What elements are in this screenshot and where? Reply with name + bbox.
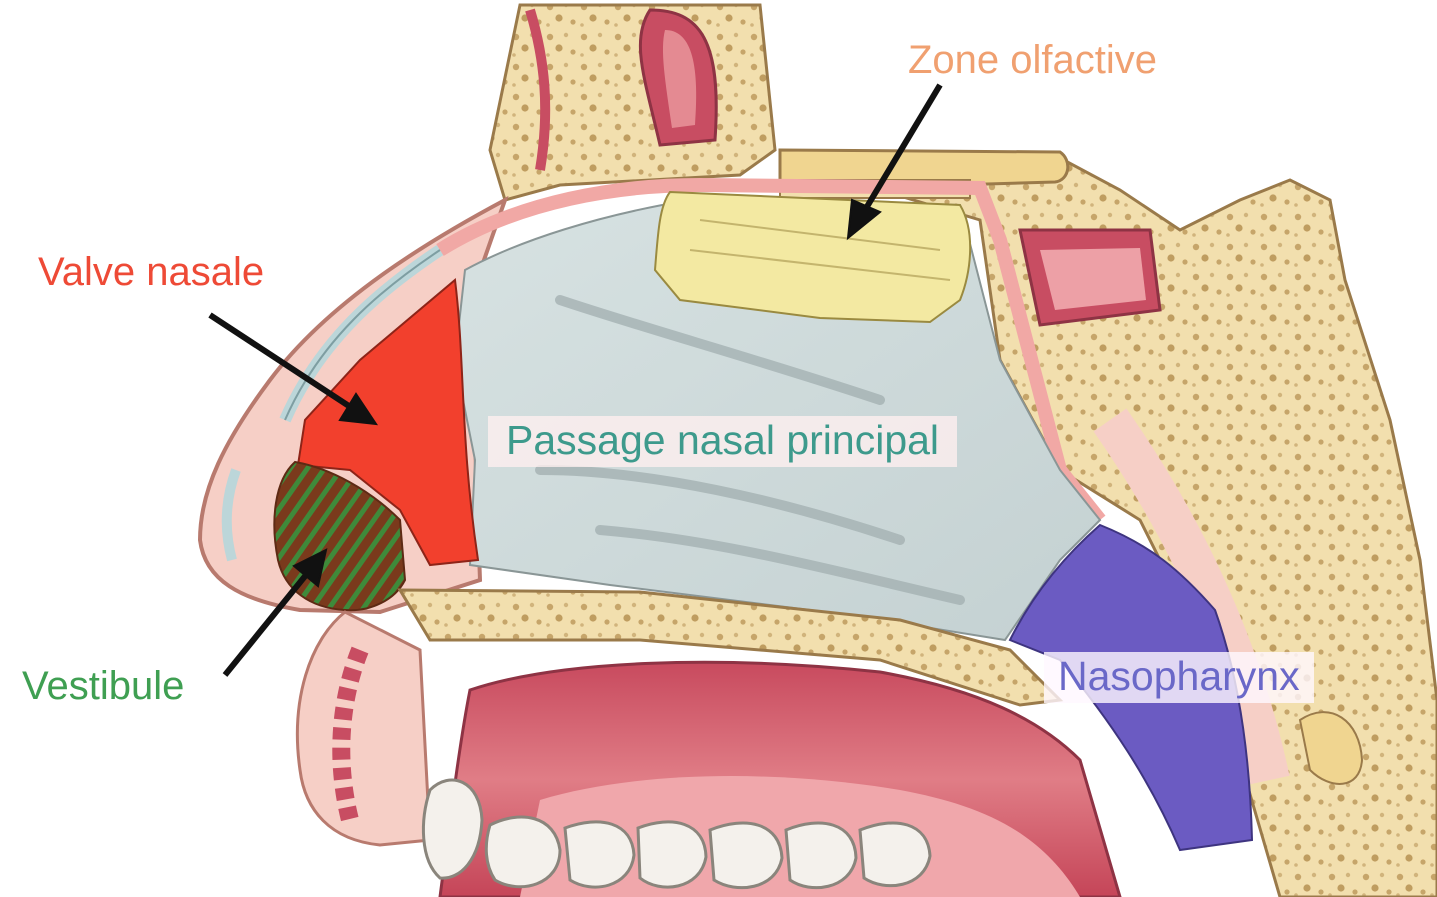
label-valve-nasale: Valve nasale <box>38 252 264 292</box>
upper-lip <box>297 612 430 845</box>
olfactory-zone-region <box>655 192 970 322</box>
label-nasopharynx: Nasopharynx <box>1044 652 1314 703</box>
frontal-bone <box>490 5 775 200</box>
label-vestibule: Vestibule <box>22 666 184 706</box>
label-zone-olfactive: Zone olfactive <box>908 40 1157 80</box>
label-passage-nasal-principal: Passage nasal principal <box>488 416 957 467</box>
